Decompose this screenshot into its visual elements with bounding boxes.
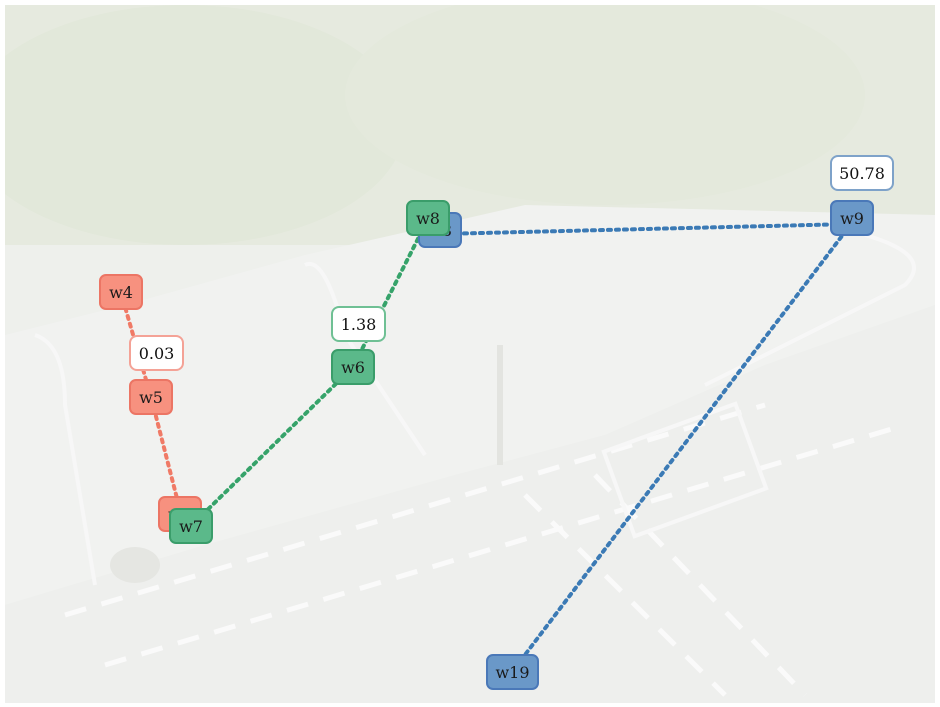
waypoint-w4[interactable]: w4 <box>99 274 143 310</box>
waypoint-w8[interactable]: w8 <box>406 200 450 236</box>
blue-route-line-top <box>438 222 853 236</box>
waypoint-w7[interactable]: w7 <box>169 508 213 544</box>
waypoint-w9[interactable]: w9 <box>830 200 874 236</box>
waypoint-w5[interactable]: w5 <box>129 379 173 415</box>
red-route-value-label: 0.03 <box>129 335 184 371</box>
waypoint-w6[interactable]: w6 <box>331 349 375 385</box>
aerial-photo-background <box>5 5 935 703</box>
road-map-backdrop <box>5 5 935 703</box>
blue-route-line-diagonal <box>510 222 853 674</box>
blue-route-value-label: 50.78 <box>830 155 894 191</box>
green-route-line <box>189 217 430 528</box>
waypoint-w19[interactable]: w19 <box>486 654 539 690</box>
green-route-value-label: 1.38 <box>331 306 386 342</box>
